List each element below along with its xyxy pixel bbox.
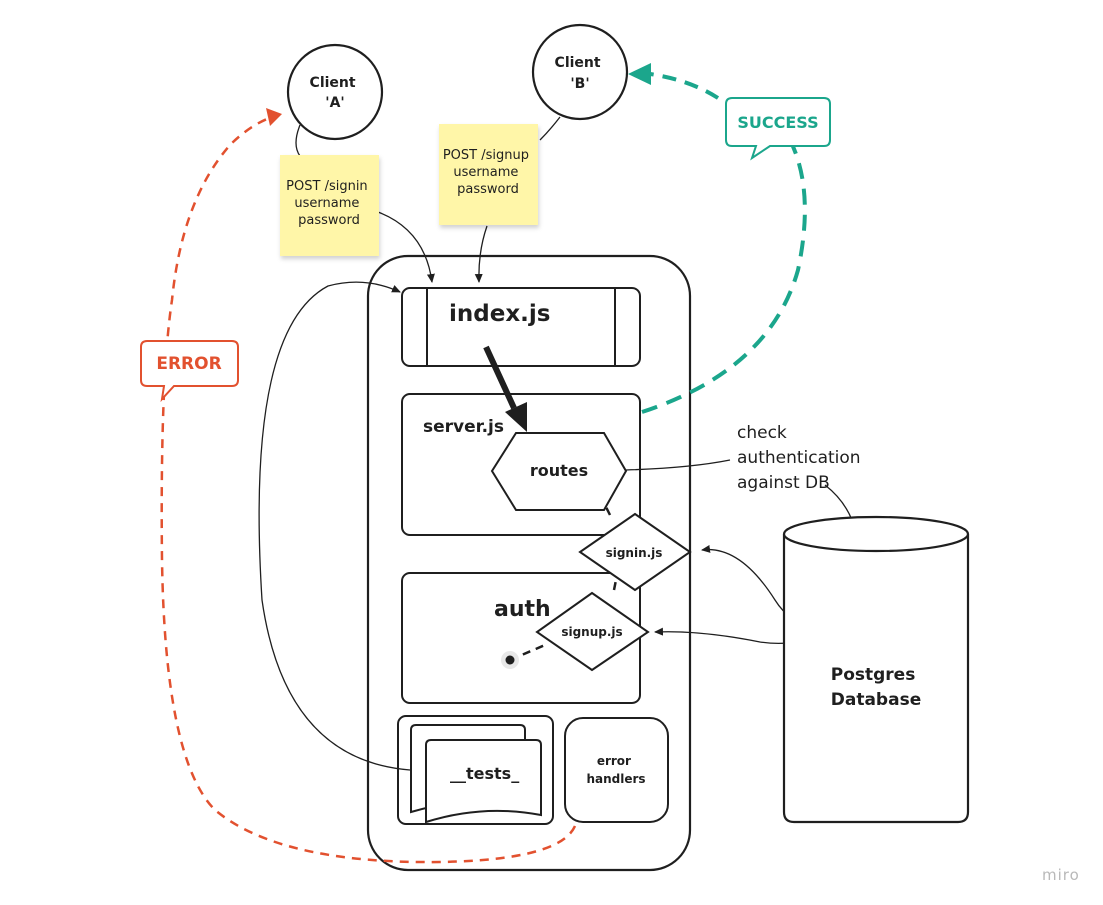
error-label: ERROR: [156, 354, 221, 374]
client-b-node: Client 'B': [531, 23, 629, 121]
tests-node: __tests_: [397, 715, 554, 825]
database-label-2: Database: [831, 690, 921, 710]
routes-node: routes: [490, 432, 628, 511]
signup-note-line-3: password: [457, 182, 519, 197]
svg-text:POST /signup username: POST /signup username password: [443, 148, 533, 197]
annotation-line-1: check: [737, 423, 787, 443]
index-js-node: index.js: [401, 287, 641, 367]
signup-note-line-2: username: [453, 165, 518, 180]
success-label: SUCCESS: [737, 113, 818, 132]
client-b-label-2: 'B': [570, 76, 589, 92]
signin-note-line-3: password: [298, 213, 360, 228]
svg-text:error handlers: error handlers: [586, 754, 645, 786]
client-a-node: Client 'A': [286, 43, 384, 141]
client-a-label-2: 'A': [325, 95, 344, 111]
annotation-line-3: against DB: [737, 473, 830, 493]
svg-text:Postgres Database: Postgres Database: [831, 665, 922, 710]
signin-note-line-1: POST /signin: [286, 179, 368, 194]
error-path: [160, 115, 577, 864]
error-handlers-node: error handlers: [564, 717, 669, 823]
tests-label: __tests_: [450, 764, 519, 783]
signin-note-line-2: username: [294, 196, 359, 211]
success-path: [641, 139, 807, 414]
signup-sticky-note: POST /signup username password: [439, 124, 538, 225]
success-callout: SUCCESS: [725, 97, 831, 161]
database-label-1: Postgres: [831, 665, 916, 685]
annotation-line-2: authentication: [737, 448, 861, 468]
miro-watermark: miro: [1042, 866, 1080, 884]
signup-note-line-1: POST /signup: [443, 148, 529, 163]
auth-label: auth: [494, 597, 551, 622]
client-a-label-1: Client: [310, 75, 356, 91]
signin-label: signin.js: [606, 546, 663, 560]
postgres-database-node: Postgres Database: [782, 515, 970, 824]
signup-note-to-index-arrow: [474, 225, 488, 283]
error-handlers-label-2: handlers: [586, 772, 645, 786]
svg-text:check authentication a: check authentication against DB: [737, 423, 866, 493]
signin-sticky-note: POST /signin username password: [280, 155, 379, 256]
client-b-label-1: Client: [555, 55, 601, 71]
error-handlers-label-1: error: [597, 754, 631, 768]
index-js-label: index.js: [449, 301, 550, 327]
routes-annotation-line: [625, 459, 731, 471]
client-a-to-note-line: [295, 124, 301, 157]
svg-text:Client 'B': Client 'B': [555, 55, 606, 92]
error-callout: ERROR: [140, 340, 239, 403]
server-js-label: server.js: [423, 417, 504, 437]
signin-note-to-index-arrow: [377, 211, 435, 283]
client-b-to-note-line: [539, 116, 561, 141]
signup-node: signup.js: [535, 591, 650, 672]
routes-label: routes: [530, 461, 588, 480]
tests-to-index-arrow: [258, 281, 411, 771]
svg-text:POST /signin username: POST /signin username password: [286, 179, 372, 228]
signup-label: signup.js: [561, 625, 622, 639]
svg-text:Client 'A': Client 'A': [310, 75, 361, 111]
index-to-routes-arrow: [483, 345, 517, 410]
signin-node: signin.js: [578, 512, 692, 592]
